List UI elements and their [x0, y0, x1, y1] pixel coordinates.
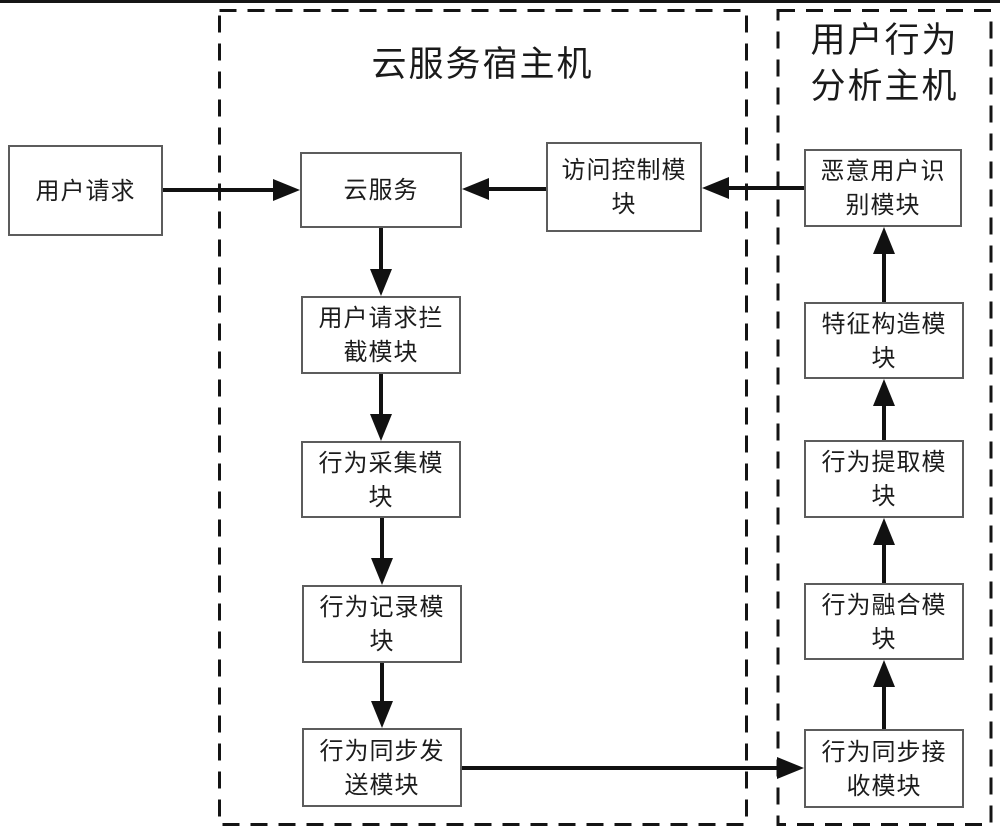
- node-malicious-user-identification-module: 恶意用户识 别模块: [804, 149, 962, 227]
- arrow-behavior-sync-recv-to-behavior-fuse: [873, 660, 895, 729]
- node-behavior-fusion-module: 行为融合模 块: [804, 583, 964, 660]
- arrowhead: [702, 177, 729, 199]
- node-behavior-recording-module: 行为记录模 块: [302, 585, 462, 663]
- arrow-behavior-extract-to-feature-construct: [873, 379, 895, 440]
- arrowhead: [873, 379, 895, 406]
- node-behavior-collection-module: 行为采集模 块: [301, 441, 461, 518]
- node-access-control-module: 访问控制模 块: [546, 142, 702, 232]
- analysis-host-title: 用户行为 分析主机: [810, 21, 959, 107]
- node-user-request-interception-module: 用户请求拦 截模块: [301, 296, 461, 374]
- node-user-request: 用户请求: [8, 145, 163, 236]
- analysis-host-boundary: [776, 9, 993, 826]
- arrow-behavior-collect-to-behavior-record: [371, 518, 393, 585]
- arrowhead: [873, 660, 895, 687]
- arrow-access-control-to-cloud-service: [462, 178, 546, 200]
- node-behavior-sync-sending-module: 行为同步发 送模块: [302, 728, 462, 807]
- arrow-behavior-record-to-behavior-sync-send: [371, 663, 393, 728]
- arrow-behavior-fuse-to-behavior-extract: [873, 518, 895, 583]
- arrowhead: [370, 414, 392, 441]
- arrow-feature-construct-to-malicious-user-id: [873, 227, 895, 302]
- arrowhead: [273, 179, 300, 201]
- node-feature-construction-module: 特征构造模 块: [804, 302, 964, 379]
- node-behavior-extraction-module: 行为提取模 块: [804, 440, 964, 518]
- top-border-line: [0, 0, 1000, 3]
- node-cloud-service: 云服务: [300, 152, 462, 228]
- edges-layer: [163, 177, 895, 779]
- arrow-malicious-user-id-to-access-control: [702, 177, 804, 199]
- arrow-cloud-service-to-request-intercept: [370, 228, 392, 296]
- node-behavior-sync-receiving-module: 行为同步接 收模块: [804, 729, 964, 808]
- cloud-host-title: 云服务宿主机: [371, 45, 594, 85]
- cloud-host-boundary: [218, 9, 748, 826]
- arrowhead: [370, 269, 392, 296]
- arrowhead: [462, 178, 489, 200]
- arrowhead: [777, 757, 804, 779]
- arrowhead: [873, 227, 895, 254]
- arrow-request-intercept-to-behavior-collect: [370, 374, 392, 441]
- arrowhead: [371, 558, 393, 585]
- arrow-behavior-sync-send-to-behavior-sync-recv: [462, 757, 804, 779]
- arrowhead: [873, 518, 895, 545]
- arrow-user-request-to-cloud-service: [163, 179, 300, 201]
- arrowhead: [371, 701, 393, 728]
